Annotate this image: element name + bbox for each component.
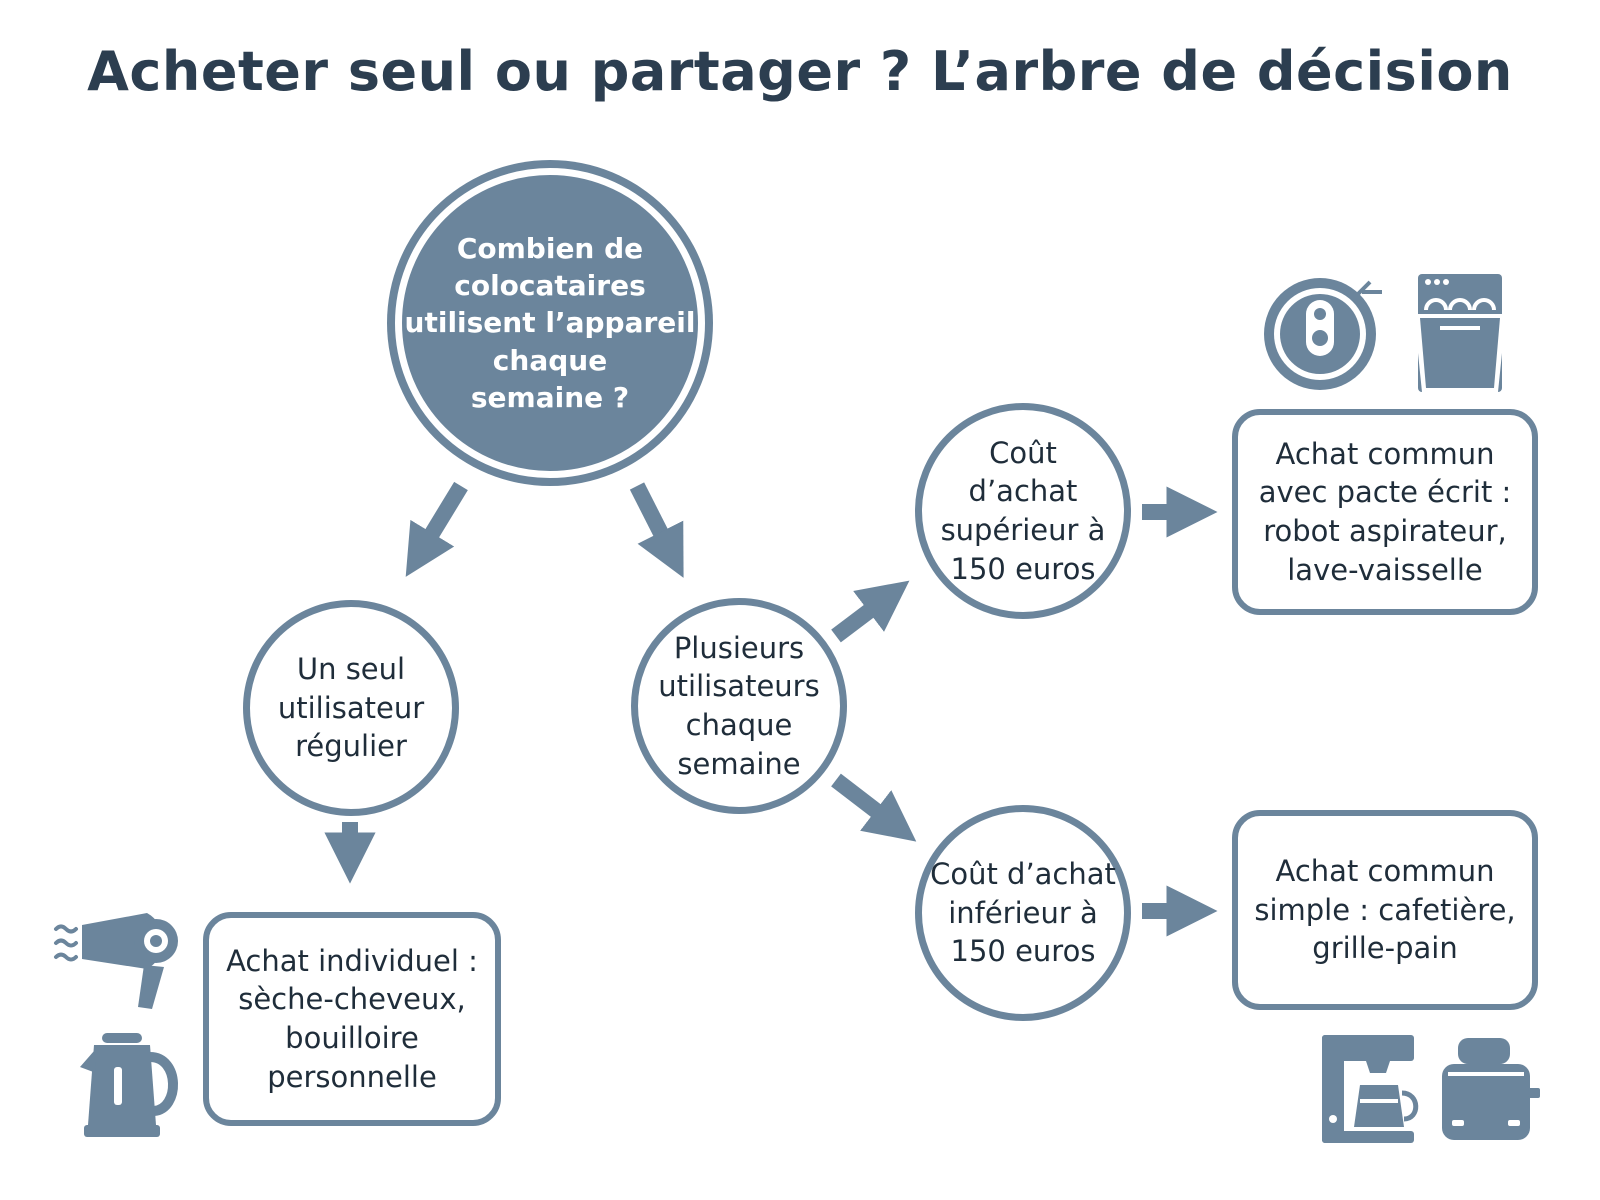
coffee-maker-icon bbox=[1322, 1035, 1419, 1143]
robot-vacuum-icon bbox=[1264, 278, 1382, 390]
cost-low-node: Coût d’achat inférieur à 150 euros bbox=[915, 805, 1131, 1021]
simple-shared-box: Achat commun simple : cafetière, grille-… bbox=[1232, 810, 1538, 1010]
kettle-icon bbox=[80, 1033, 178, 1137]
hair-dryer-icon bbox=[54, 913, 178, 1009]
single-user-text: Un seul utilisateur régulier bbox=[277, 652, 425, 764]
individual-purchase-text: Achat individuel : sèche-cheveux, bouill… bbox=[226, 943, 478, 1094]
arrow-multi-to-cost-low bbox=[831, 773, 917, 842]
arrow-multi-to-cost-high bbox=[831, 580, 910, 643]
arrow-root-to-single bbox=[405, 481, 468, 577]
root-question-text: Combien de colocataires utilisent l’appa… bbox=[404, 231, 696, 414]
individual-purchase-box: Achat individuel : sèche-cheveux, bouill… bbox=[203, 912, 501, 1126]
cost-high-node: Coût d’achat supérieur à 150 euros bbox=[915, 403, 1131, 619]
shared-with-pact-text: Achat commun avec pacte écrit : robot as… bbox=[1258, 436, 1512, 587]
single-user-node: Un seul utilisateur régulier bbox=[243, 600, 459, 816]
toaster-icon bbox=[1442, 1038, 1540, 1140]
root-question-node: Combien de colocataires utilisent l’appa… bbox=[395, 168, 705, 478]
cost-high-text: Coût d’achat supérieur à 150 euros bbox=[940, 435, 1106, 586]
dishwasher-icon bbox=[1414, 274, 1506, 392]
cost-low-text: Coût d’achat inférieur à 150 euros bbox=[930, 857, 1116, 969]
simple-shared-text: Achat commun simple : cafetière, grille-… bbox=[1254, 854, 1516, 966]
multi-users-node: Plusieurs utilisateurs chaque semaine bbox=[631, 598, 847, 814]
multi-users-text: Plusieurs utilisateurs chaque semaine bbox=[658, 630, 820, 781]
page-title: Acheter seul ou partager ? L’arbre de dé… bbox=[87, 40, 1513, 103]
shared-with-pact-box: Achat commun avec pacte écrit : robot as… bbox=[1232, 409, 1538, 615]
arrow-root-to-multi bbox=[629, 482, 684, 578]
